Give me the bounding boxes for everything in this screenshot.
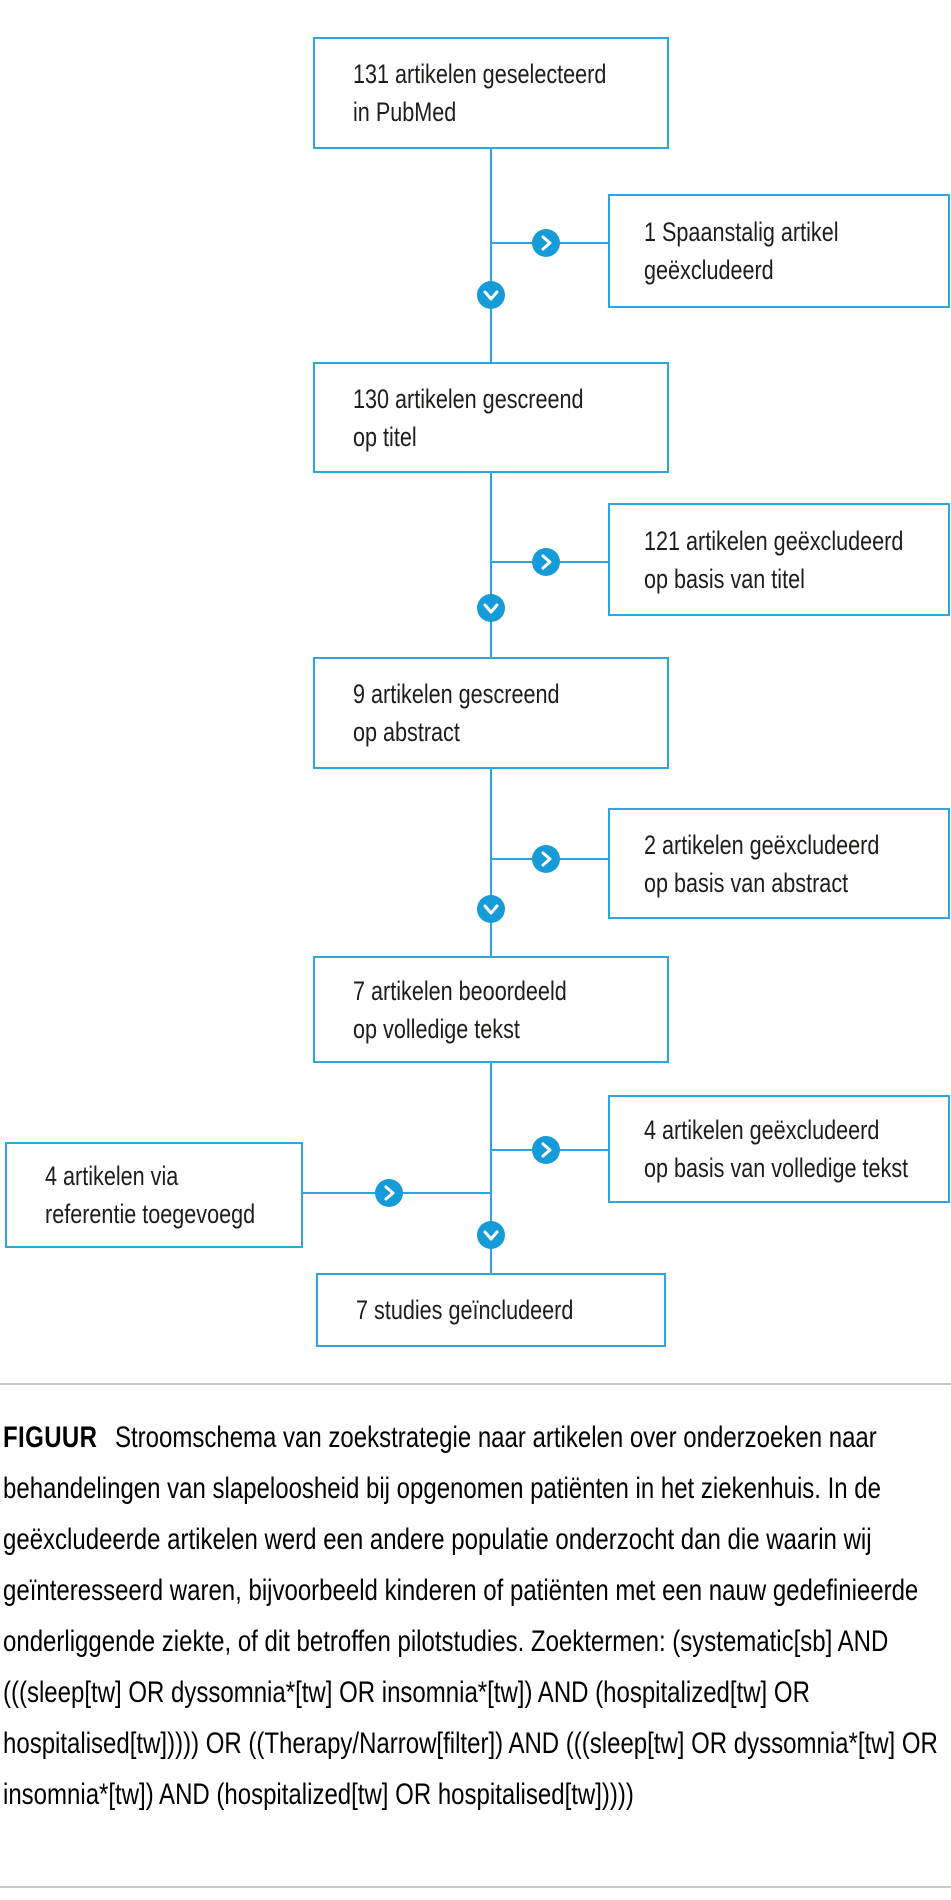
exclusion-box-abstract: 2 artikelen geëxcludeerd op basis van ab… — [608, 808, 950, 919]
flow-box-included: 7 studies geïncludeerd — [316, 1273, 666, 1347]
box-text-line: referentie toegevoegd — [45, 1199, 256, 1229]
box-text-line: 2 artikelen geëxcludeerd — [644, 829, 880, 860]
flow-box-screened-title: 130 artikelen gescreend op titel — [313, 362, 669, 473]
figure-caption-label: FIGUUR — [3, 1421, 98, 1454]
divider-line — [0, 1886, 951, 1888]
exclusion-box-spanish: 1 Spaanstalig artikel geëxcludeerd — [608, 194, 950, 308]
box-text-line: op abstract — [353, 717, 460, 747]
box-text-line: op basis van volledige tekst — [644, 1153, 909, 1183]
box-text-line: op volledige tekst — [353, 1013, 520, 1044]
divider-line — [0, 1383, 951, 1385]
box-text-line: 7 artikelen beoordeeld — [353, 975, 567, 1006]
box-text-line: 130 artikelen gescreend — [353, 383, 584, 414]
box-text-line: op basis van titel — [644, 563, 805, 594]
exclusion-box-title: 121 artikelen geëxcludeerd op basis van … — [608, 503, 950, 616]
box-text-line: 1 Spaanstalig artikel — [644, 217, 839, 247]
chevron-right-icon — [532, 229, 560, 257]
box-text-line: geëxcludeerd — [644, 255, 774, 285]
chevron-down-icon — [477, 1221, 505, 1249]
chevron-down-icon — [477, 281, 505, 309]
addition-box-references: 4 artikelen via referentie toegevoegd — [5, 1142, 303, 1248]
box-text-line: 4 artikelen via — [45, 1161, 179, 1191]
flow-box-screened-abstract: 9 artikelen gescreend op abstract — [313, 657, 669, 769]
chevron-right-icon — [532, 548, 560, 576]
box-text-line: op titel — [353, 421, 417, 452]
exclusion-box-fulltext: 4 artikelen geëxcludeerd op basis van vo… — [608, 1095, 950, 1203]
box-text-line: 7 studies geïncludeerd — [356, 1295, 574, 1325]
box-text-line: 9 artikelen gescreend — [353, 679, 560, 709]
box-text-line: 4 artikelen geëxcludeerd — [644, 1115, 880, 1145]
chevron-down-icon — [477, 594, 505, 622]
chevron-down-icon — [477, 895, 505, 923]
box-text-line: op basis van abstract — [644, 867, 849, 898]
chevron-right-icon — [375, 1179, 403, 1207]
flow-box-selected-pubmed: 131 artikelen geselecteerd in PubMed — [313, 37, 669, 149]
box-text-line: 131 artikelen geselecteerd — [353, 59, 607, 89]
figure-caption-text: Stroomschema van zoekstrategie naar arti… — [3, 1421, 938, 1811]
chevron-right-icon — [532, 1136, 560, 1164]
box-text-line: in PubMed — [353, 97, 457, 127]
box-text-line: 121 artikelen geëxcludeerd — [644, 525, 904, 556]
flow-box-assessed-fulltext: 7 artikelen beoordeeld op volledige teks… — [313, 956, 669, 1063]
chevron-right-icon — [532, 845, 560, 873]
